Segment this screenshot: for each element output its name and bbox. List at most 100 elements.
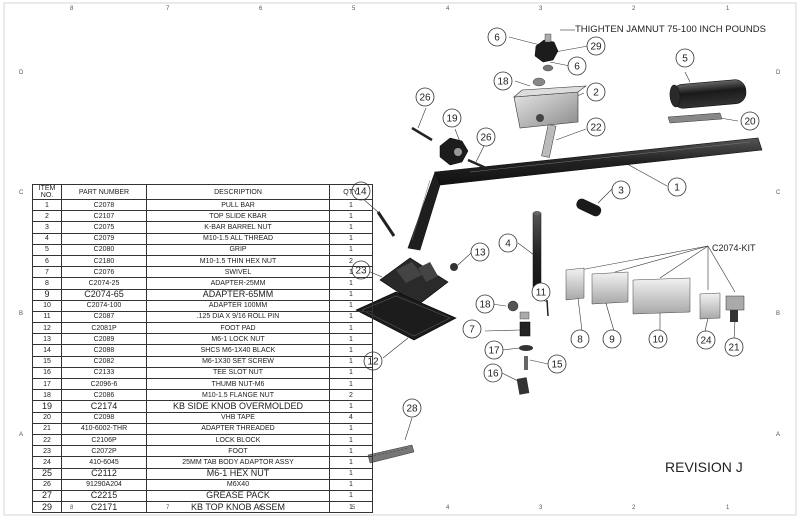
bom-cell-description: M6-1 HEX NUT xyxy=(146,467,330,480)
balloon-label: 29 xyxy=(590,42,602,53)
balloon-label: 21 xyxy=(728,343,740,354)
zone-top-7: 7 xyxy=(166,6,170,12)
balloon-circle xyxy=(586,117,606,137)
bom-cell-item: 8 xyxy=(32,277,62,290)
zone-right-B: B xyxy=(776,311,781,317)
balloon-circle xyxy=(675,48,695,68)
zone-top-6: 6 xyxy=(259,6,263,12)
balloon-label: 2 xyxy=(593,88,599,99)
bom-cell-description: FOOT xyxy=(146,445,330,458)
zone-top-2: 2 xyxy=(632,6,636,12)
bom-cell-qty: 1 xyxy=(329,221,373,234)
balloon-label: 18 xyxy=(479,300,491,311)
bom-header-row: ITEM NO. PART NUMBER DESCRIPTION QTY. xyxy=(32,184,373,200)
bom-cell-part-number: C2074-65 xyxy=(61,288,147,301)
bom-cell-item: 11 xyxy=(32,310,62,324)
balloon-circle xyxy=(724,337,744,357)
bom-cell-description: GRIP xyxy=(146,243,330,256)
balloon-circle xyxy=(547,354,567,374)
balloon-circle xyxy=(402,398,422,418)
bom-cell-item: 23 xyxy=(32,445,62,458)
balloon-label: 24 xyxy=(700,336,712,347)
bom-cell-item: 2 xyxy=(32,210,62,223)
bom-cell-item: 16 xyxy=(32,366,62,380)
bom-cell-description: LOCK BLOCK xyxy=(146,433,330,447)
balloon-label: 3 xyxy=(618,186,624,197)
bom-cell-part-number: C2107 xyxy=(61,210,147,223)
bom-cell-part-number: C2098 xyxy=(61,411,147,424)
bom-cell-description: M10-1.5 THIN HEX NUT xyxy=(146,254,330,268)
bom-cell-qty: 1 xyxy=(329,400,373,413)
bom-cell-description: M10-1.5 ALL THREAD xyxy=(146,232,330,245)
bom-cell-qty: 1 xyxy=(329,422,373,435)
bom-cell-qty: 1 xyxy=(329,232,373,245)
balloon-circle xyxy=(476,127,496,147)
bom-cell-qty: 1 xyxy=(329,366,373,380)
bom-cell-item: 17 xyxy=(32,377,62,391)
bom-cell-qty: 2 xyxy=(329,254,373,268)
bom-cell-item: 15 xyxy=(32,355,62,368)
bom-cell-part-number: 410-6045 xyxy=(61,456,147,469)
pull-bar-part xyxy=(407,137,763,251)
bom-cell-qty: 1 xyxy=(329,456,373,469)
balloon-label: 28 xyxy=(406,404,418,415)
bom-cell-qty: 1 xyxy=(329,489,373,503)
bom-cell-item: 3 xyxy=(32,221,62,234)
bom-header-part-number: PART NUMBER xyxy=(61,184,147,200)
bom-cell-item: 13 xyxy=(32,333,62,346)
top-knob-part xyxy=(532,33,559,87)
bom-cell-part-number: C2074-25 xyxy=(61,277,147,290)
bom-header-item: ITEM NO. xyxy=(32,184,62,200)
bom-cell-description: VHB TAPE xyxy=(146,411,330,424)
bom-cell-description: SHCS M6-1X40 BLACK xyxy=(146,344,330,357)
bom-cell-part-number: C2089 xyxy=(61,333,147,346)
zone-left-D: D xyxy=(19,70,24,76)
bom-cell-description: K-BAR BARREL NUT xyxy=(146,221,330,234)
bom-header-description: DESCRIPTION xyxy=(146,184,330,200)
balloon-label: 11 xyxy=(536,288,547,299)
bom-cell-part-number: C2088 xyxy=(61,344,147,357)
zone-left-B: B xyxy=(19,311,24,317)
bom-cell-item: 29 xyxy=(32,501,62,514)
bom-cell-part-number: C2215 xyxy=(61,489,147,503)
bom-cell-qty: 1 xyxy=(329,266,373,279)
bom-cell-description: FOOT PAD xyxy=(146,322,330,335)
bom-cell-item: 18 xyxy=(32,389,62,402)
balloon-circle xyxy=(667,177,687,197)
bom-cell-part-number: C2080 xyxy=(61,243,147,256)
bom-cell-qty: 1 xyxy=(329,344,373,357)
bom-cell-qty: 1 xyxy=(329,333,373,346)
bom-cell-part-number: C2081P xyxy=(61,322,147,335)
balloon-circle xyxy=(493,71,513,91)
balloon-label: 7 xyxy=(469,325,475,336)
balloon-circle xyxy=(415,87,435,107)
zone-top-8: 8 xyxy=(70,6,74,12)
bom-cell-qty: 1 xyxy=(329,277,373,290)
balloon-label: 19 xyxy=(446,114,458,125)
bom-cell-part-number: C2074-100 xyxy=(61,299,147,312)
bom-cell-part-number: 91290A204 xyxy=(61,478,147,491)
balloon-label: 5 xyxy=(682,54,688,65)
zone-right-D: D xyxy=(776,70,781,76)
bom-cell-item: 1 xyxy=(32,198,62,212)
balloon-circle xyxy=(586,82,606,102)
slide-block-part xyxy=(513,85,587,158)
balloon-label: 4 xyxy=(505,239,511,250)
bom-cell-qty: 1 xyxy=(329,210,373,223)
knob-part xyxy=(411,126,487,170)
bom-cell-qty: 1 xyxy=(329,288,373,301)
balloon-circle xyxy=(611,180,631,200)
bom-cell-qty: 1 xyxy=(329,322,373,335)
vhb-tape-part xyxy=(667,112,723,124)
